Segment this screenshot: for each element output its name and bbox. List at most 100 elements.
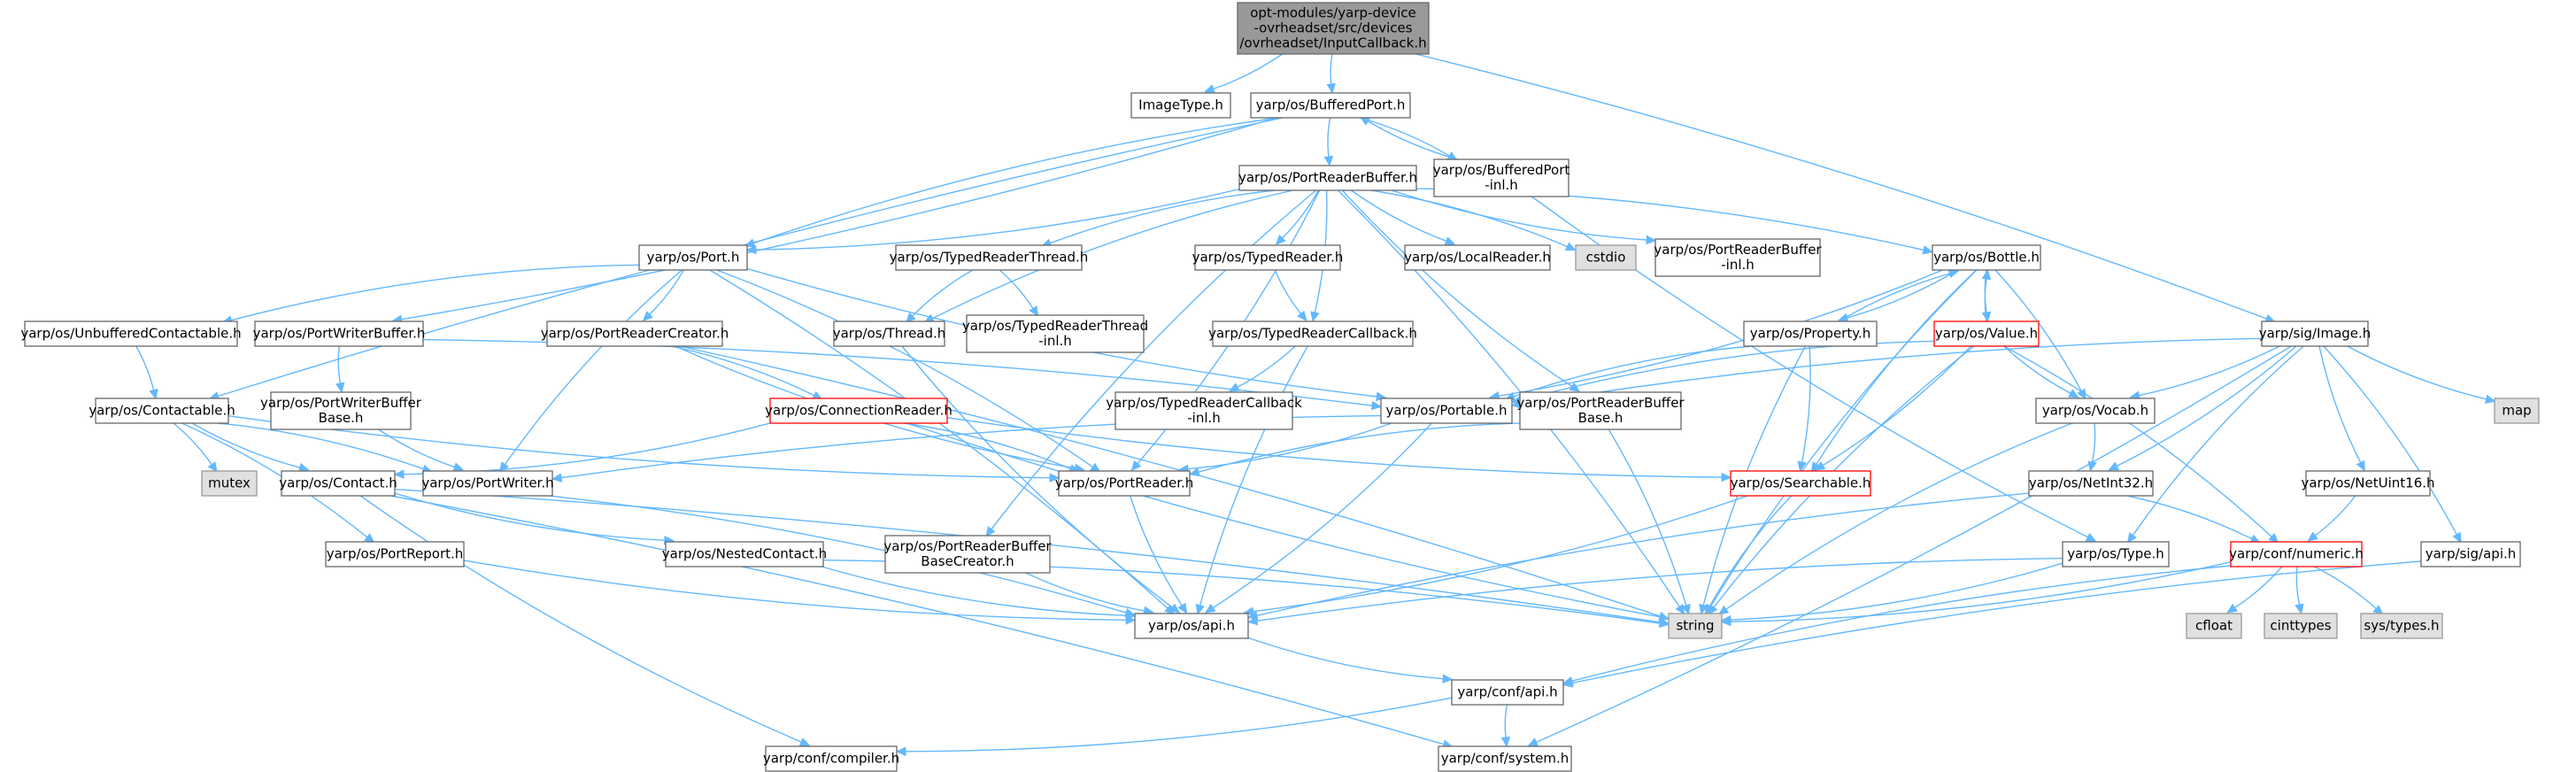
edge-image-to-map [2347,345,2496,404]
node-label-typedreadercallback_inl-line-1: -inl.h [1187,410,1221,426]
node-cfloat[interactable]: cfloat [2186,613,2242,639]
node-typedreaderthread_inl[interactable]: yarp/os/TypedReaderThread-inl.h [962,314,1148,353]
edge-root-to-bufferedport [1326,53,1337,95]
node-root[interactable]: opt-modules/yarp-device-ovrheadset/src/d… [1237,2,1430,55]
node-string[interactable]: string [1668,613,1723,639]
node-value[interactable]: yarp/os/Value.h [1933,320,2040,347]
node-unbufferedcontactable[interactable]: yarp/os/UnbufferedContactable.h [20,320,242,347]
node-connectionreader[interactable]: yarp/os/ConnectionReader.h [765,398,953,424]
node-label-portreaderbuffer_inl-line-0: yarp/os/PortReaderBuffer [1654,242,1822,258]
node-label-portreaderbufferbasecreator-line-0: yarp/os/PortReaderBuffer [883,538,1052,554]
node-mutex[interactable]: mutex [201,470,258,497]
node-image[interactable]: yarp/sig/Image.h [2259,320,2372,347]
edge-portwriterbufferbase-to-portwriter [378,428,465,472]
node-box-portreport [325,541,465,567]
node-label-portwriterbuffer-line-0: yarp/os/PortWriterBuffer.h [253,326,426,342]
edge-typedreader-to-typedreadercallback [1274,269,1307,322]
node-osapi[interactable]: yarp/os/api.h [1134,613,1249,639]
node-netint32[interactable]: yarp/os/NetInt32.h [2028,470,2154,497]
node-label-connectionreader-line-0: yarp/os/ConnectionReader.h [765,403,953,419]
node-box-cinttypes [2264,613,2338,639]
node-port[interactable]: yarp/os/Port.h [638,244,748,271]
node-box-cfloat [2186,613,2242,639]
node-portwriterbuffer[interactable]: yarp/os/PortWriterBuffer.h [253,320,426,347]
edge-contactable-to-portreader [228,415,1060,482]
node-imagetype[interactable]: ImageType.h [1130,92,1231,119]
node-label-portreaderbuffer-line-0: yarp/os/PortReaderBuffer.h [1238,170,1417,186]
edge-property-to-bottle [1839,268,1960,322]
edge-image-to-netuint16 [2318,345,2365,472]
node-sigapi[interactable]: yarp/sig/api.h [2420,541,2521,567]
node-label-portwriterbufferbase-line-0: yarp/os/PortWriterBuffer [260,395,422,411]
node-contactable[interactable]: yarp/os/Contactable.h [89,398,235,424]
node-netuint16[interactable]: yarp/os/NetUint16.h [2301,470,2435,497]
node-box-portreaderbuffer_inl [1654,238,1821,277]
node-numeric[interactable]: yarp/conf/numeric.h [2229,541,2364,567]
node-cinttypes[interactable]: cinttypes [2264,613,2338,639]
node-label-nestedcontact-line-0: yarp/os/NestedContact.h [662,546,827,562]
node-portreader[interactable]: yarp/os/PortReader.h [1055,470,1194,497]
node-typedreaderthread[interactable]: yarp/os/TypedReaderThread.h [890,244,1089,271]
edge-portreaderbufferbasecreator-to-osapi [1025,572,1154,616]
node-label-portreadercreator-line-0: yarp/os/PortReaderCreator.h [541,326,729,342]
edge-nestedcontact-to-osapi [821,566,1137,621]
node-compiler[interactable]: yarp/conf/compiler.h [763,745,899,772]
node-searchable[interactable]: yarp/os/Searchable.h [1730,470,1871,497]
node-bufferedport[interactable]: yarp/os/BufferedPort.h [1250,92,1411,119]
node-localreader[interactable]: yarp/os/LocalReader.h [1404,244,1551,271]
node-box-image [2261,320,2369,347]
node-portwriter[interactable]: yarp/os/PortWriter.h [421,470,554,497]
node-confapi[interactable]: yarp/conf/api.h [1451,679,1564,706]
node-label-cfloat-line-0: cfloat [2195,618,2233,634]
node-typedreadercallback_inl[interactable]: yarp/os/TypedReaderCallback-inl.h [1106,391,1302,430]
node-label-portwriter-line-0: yarp/os/PortWriter.h [421,475,553,491]
edge-portreaderbuffer-to-typedreader [1275,189,1320,245]
node-thread[interactable]: yarp/os/Thread.h [833,320,946,347]
edge-contact-to-compiler [359,495,811,746]
node-label-searchable-line-0: yarp/os/Searchable.h [1731,475,1871,491]
node-label-bufferedport_inl-line-1: -inl.h [1485,177,1518,193]
node-label-typedreaderthread-line-0: yarp/os/TypedReaderThread.h [890,250,1089,266]
edge-contact-to-nestedcontact [394,492,675,545]
edge-portreaderbuffer-to-localreader [1350,189,1456,246]
node-label-bottle-line-0: yarp/os/Bottle.h [1933,250,2040,266]
edge-image-to-vocab [2129,345,2280,400]
node-box-typedreadercallback [1212,320,1414,347]
edge-portreaderbuffer-to-typedreaderthread [1040,189,1276,248]
node-portreaderbuffer[interactable]: yarp/os/PortReaderBuffer.h [1238,165,1417,191]
node-type[interactable]: yarp/os/Type.h [2062,541,2170,567]
node-label-map-line-0: map [2502,403,2531,419]
edge-value-to-vocab [2003,345,2079,398]
node-portable[interactable]: yarp/os/Portable.h [1380,398,1513,424]
node-box-netuint16 [2305,470,2431,497]
node-cstdio[interactable]: cstdio [1575,244,1637,271]
node-typedreader[interactable]: yarp/os/TypedReader.h [1192,244,1344,271]
node-bottle[interactable]: yarp/os/Bottle.h [1932,244,2041,271]
node-box-portwriterbufferbase [270,391,412,430]
node-contact[interactable]: yarp/os/Contact.h [279,470,397,497]
node-vocab[interactable]: yarp/os/Vocab.h [2035,398,2156,424]
edge-portreaderbuffer-to-port [745,188,1240,255]
node-portreadercreator[interactable]: yarp/os/PortReaderCreator.h [541,320,729,347]
node-label-contact-line-0: yarp/os/Contact.h [279,475,397,491]
node-portreaderbuffer_inl[interactable]: yarp/os/PortReaderBuffer-inl.h [1654,238,1822,277]
node-nestedcontact[interactable]: yarp/os/NestedContact.h [662,541,827,567]
node-systypes[interactable]: sys/types.h [2360,613,2443,639]
node-property[interactable]: yarp/os/Property.h [1743,320,1878,347]
edge-vocab-to-string [1717,422,2073,615]
node-box-value [1933,320,2040,347]
node-label-portreader-line-0: yarp/os/PortReader.h [1055,475,1194,491]
edge-portreaderbuffer-to-portreaderbufferbase [1341,189,1581,392]
node-typedreadercallback[interactable]: yarp/os/TypedReaderCallback.h [1208,320,1417,347]
node-bufferedport_inl[interactable]: yarp/os/BufferedPort-inl.h [1433,158,1570,197]
node-portreport[interactable]: yarp/os/PortReport.h [325,541,465,567]
node-map[interactable]: map [2494,398,2540,424]
node-system[interactable]: yarp/conf/system.h [1438,745,1572,772]
node-label-property-line-0: yarp/os/Property.h [1750,326,1870,342]
node-box-bottle [1932,244,2041,271]
edge-thread-to-osapi [901,345,1181,614]
node-box-portreaderbufferbase [1519,391,1682,430]
